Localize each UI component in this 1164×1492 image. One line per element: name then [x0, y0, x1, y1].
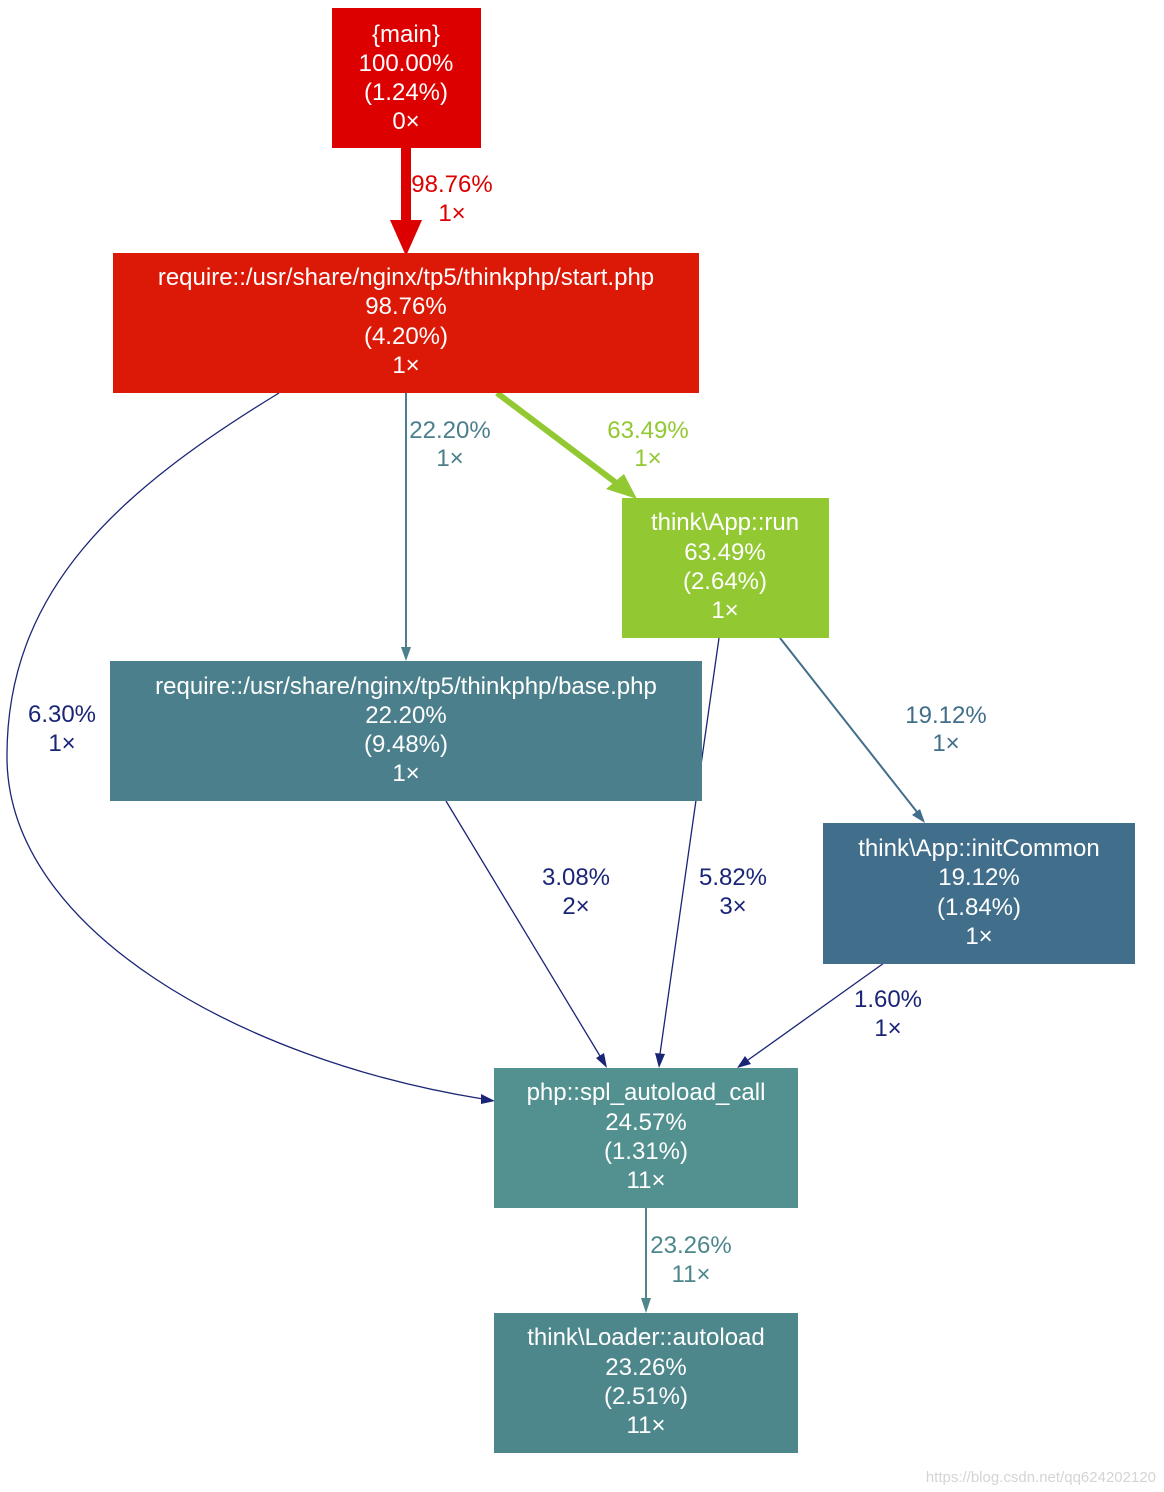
node-box	[494, 1313, 798, 1453]
node-name: think\App::run	[651, 509, 799, 536]
node-calls: 1×	[392, 760, 419, 787]
node-box	[113, 253, 699, 393]
node-inclusive: 63.49%	[684, 539, 765, 566]
edge-app-run-to-spl: 5.82% 3×	[655, 637, 767, 1068]
edge-calls: 1×	[48, 730, 75, 757]
node-name: {main}	[372, 21, 440, 48]
node-main[interactable]: {main} 100.00% (1.24%) 0×	[332, 8, 481, 148]
edge-spl-to-loader: 23.26% 11×	[641, 1208, 732, 1313]
node-exclusive: (2.51%)	[604, 1383, 688, 1410]
edge-arrowhead	[481, 1094, 495, 1104]
node-exclusive: (9.48%)	[364, 731, 448, 758]
edge-init-common-to-spl: 1.60% 1×	[737, 962, 922, 1068]
edge-percent: 98.76%	[411, 171, 492, 198]
edge-percent: 6.30%	[28, 701, 96, 728]
node-inclusive: 24.57%	[605, 1109, 686, 1136]
node-init-common[interactable]: think\App::initCommon 19.12% (1.84%) 1×	[823, 823, 1135, 964]
node-exclusive: (1.31%)	[604, 1138, 688, 1165]
edge-arrowhead	[606, 474, 637, 499]
node-inclusive: 22.20%	[365, 702, 446, 729]
node-box	[110, 661, 702, 801]
node-start-php[interactable]: require::/usr/share/nginx/tp5/thinkphp/s…	[113, 253, 699, 393]
node-calls: 1×	[711, 597, 738, 624]
node-inclusive: 98.76%	[365, 293, 446, 320]
node-calls: 11×	[627, 1167, 666, 1194]
edge-percent: 23.26%	[650, 1232, 731, 1259]
edge-arrowhead	[737, 1056, 751, 1068]
edge-line	[6, 392, 484, 1100]
edge-percent: 22.20%	[409, 417, 490, 444]
edge-start-to-spl: 6.30% 1×	[6, 392, 495, 1104]
edge-arrowhead	[390, 220, 422, 256]
node-calls: 1×	[965, 923, 992, 950]
edge-arrowhead	[401, 647, 411, 661]
node-exclusive: (1.24%)	[364, 79, 448, 106]
edge-percent: 3.08%	[542, 864, 610, 891]
node-name: think\App::initCommon	[858, 835, 1099, 862]
edge-arrowhead	[912, 809, 925, 823]
node-name: require::/usr/share/nginx/tp5/thinkphp/b…	[155, 673, 657, 700]
edge-line	[747, 962, 885, 1061]
edge-arrowhead	[596, 1053, 607, 1068]
node-loader-autoload[interactable]: think\Loader::autoload 23.26% (2.51%) 11…	[494, 1313, 798, 1453]
node-calls: 11×	[627, 1412, 666, 1439]
node-box	[332, 8, 481, 148]
edge-start-to-base: 22.20% 1×	[401, 393, 491, 661]
edge-app-run-to-init-common: 19.12% 1×	[779, 637, 987, 823]
edge-percent: 19.12%	[905, 702, 986, 729]
node-inclusive: 19.12%	[938, 864, 1019, 891]
edge-arrowhead	[655, 1053, 665, 1068]
edge-main-to-start: 98.76% 1×	[390, 148, 493, 256]
edge-calls: 1×	[438, 200, 465, 227]
watermark: https://blog.csdn.net/qq624202120	[925, 1469, 1156, 1486]
node-name: php::spl_autoload_call	[527, 1079, 766, 1106]
edge-line	[779, 637, 918, 813]
edge-calls: 1×	[932, 730, 959, 757]
node-inclusive: 23.26%	[605, 1354, 686, 1381]
edge-start-to-app-run: 63.49% 1×	[495, 390, 689, 499]
node-box	[823, 823, 1135, 964]
edge-line	[495, 390, 617, 485]
node-box	[622, 498, 829, 638]
edge-percent: 63.49%	[607, 417, 688, 444]
node-name: require::/usr/share/nginx/tp5/thinkphp/s…	[158, 264, 654, 291]
edge-calls: 1×	[436, 445, 463, 472]
node-box	[494, 1068, 798, 1208]
edge-line	[659, 637, 720, 1055]
node-exclusive: (4.20%)	[364, 323, 448, 350]
node-exclusive: (1.84%)	[937, 894, 1021, 921]
edge-percent: 1.60%	[854, 986, 922, 1013]
edge-calls: 11×	[672, 1261, 711, 1288]
node-name: think\Loader::autoload	[527, 1324, 765, 1351]
edge-calls: 1×	[634, 445, 661, 472]
node-exclusive: (2.64%)	[683, 568, 767, 595]
edge-calls: 1×	[874, 1015, 901, 1042]
node-base-php[interactable]: require::/usr/share/nginx/tp5/thinkphp/b…	[110, 661, 702, 801]
node-calls: 1×	[392, 352, 419, 379]
node-inclusive: 100.00%	[359, 50, 454, 77]
edge-calls: 3×	[719, 893, 746, 920]
edge-line	[445, 800, 601, 1057]
node-calls: 0×	[392, 108, 419, 135]
edge-calls: 2×	[562, 893, 589, 920]
edge-arrowhead	[641, 1298, 651, 1313]
node-spl-autoload-call[interactable]: php::spl_autoload_call 24.57% (1.31%) 11…	[494, 1068, 798, 1208]
edge-percent: 5.82%	[699, 864, 767, 891]
edge-base-to-spl: 3.08% 2×	[445, 800, 610, 1068]
node-app-run[interactable]: think\App::run 63.49% (2.64%) 1×	[622, 498, 829, 638]
